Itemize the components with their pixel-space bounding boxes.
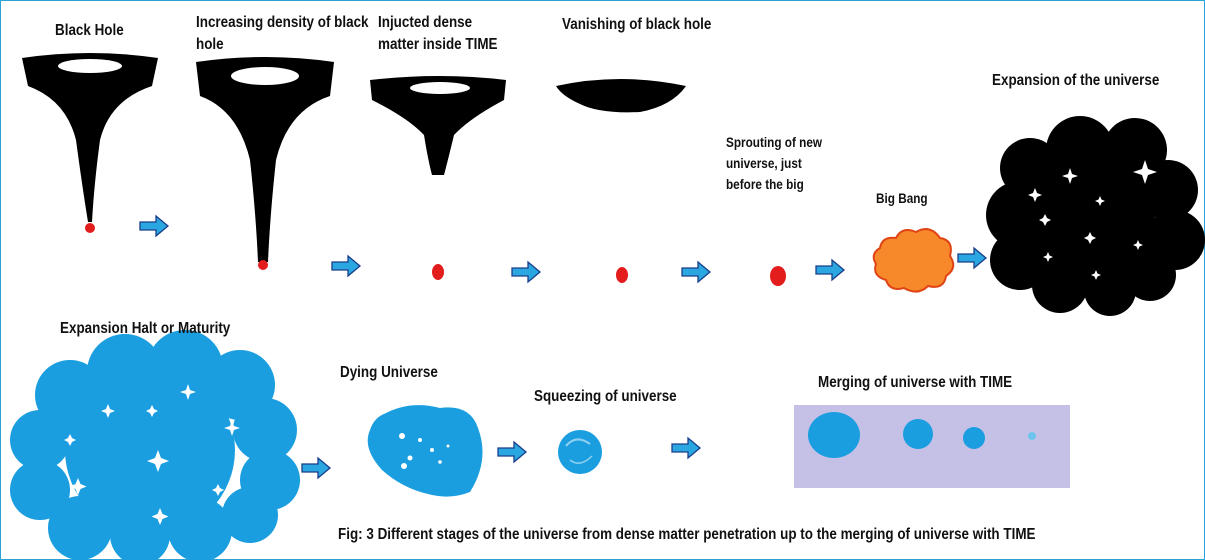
dense-matter-dot — [616, 267, 628, 283]
arrow-icon — [958, 248, 986, 268]
arrow-icon — [498, 442, 526, 462]
label-expansion-halt: Expansion Halt or Maturity — [60, 318, 230, 340]
arrow-icon — [302, 458, 330, 478]
black-hole-funnel-1 — [22, 53, 158, 233]
label-increasing-density: Increasing density of black hole — [196, 12, 372, 56]
label-expansion: Expansion of the universe — [992, 70, 1159, 92]
dense-matter-dot — [85, 223, 95, 233]
label-dying: Dying Universe — [340, 362, 438, 384]
black-hole-funnel-3 — [370, 76, 506, 175]
arrow-icon — [672, 438, 700, 458]
arrow-icon — [816, 260, 844, 280]
big-bang-blob — [874, 229, 953, 291]
mature-universe-cloud — [10, 330, 300, 560]
black-hole-funnel-2 — [196, 57, 334, 270]
dense-matter-dot — [770, 266, 786, 286]
arrow-icon — [332, 256, 360, 276]
figure-caption: Fig: 3 Different stages of the universe … — [338, 524, 1035, 546]
dying-universe-blob — [368, 405, 483, 496]
arrow-icon — [512, 262, 540, 282]
label-injected-matter: Injucted dense matter inside TIME — [378, 12, 512, 56]
merging-panel — [794, 405, 1070, 488]
label-merging: Merging of universe with TIME — [818, 372, 1012, 394]
squeezing-universe-blob — [558, 430, 602, 474]
dense-matter-dot — [432, 264, 444, 280]
arrow-icon — [140, 216, 168, 236]
expanding-universe-cloud — [986, 116, 1205, 316]
label-squeezing: Squeezing of universe — [534, 386, 677, 408]
label-vanishing: Vanishing of black hole — [562, 14, 713, 36]
vanishing-black-hole — [556, 79, 686, 112]
label-black-hole: Black Hole — [55, 20, 124, 42]
arrow-icon — [682, 262, 710, 282]
dense-matter-dot — [258, 260, 268, 270]
label-big-bang: Big Bang — [876, 188, 928, 209]
label-sprouting: Sprouting of new universe, just before t… — [726, 132, 835, 195]
